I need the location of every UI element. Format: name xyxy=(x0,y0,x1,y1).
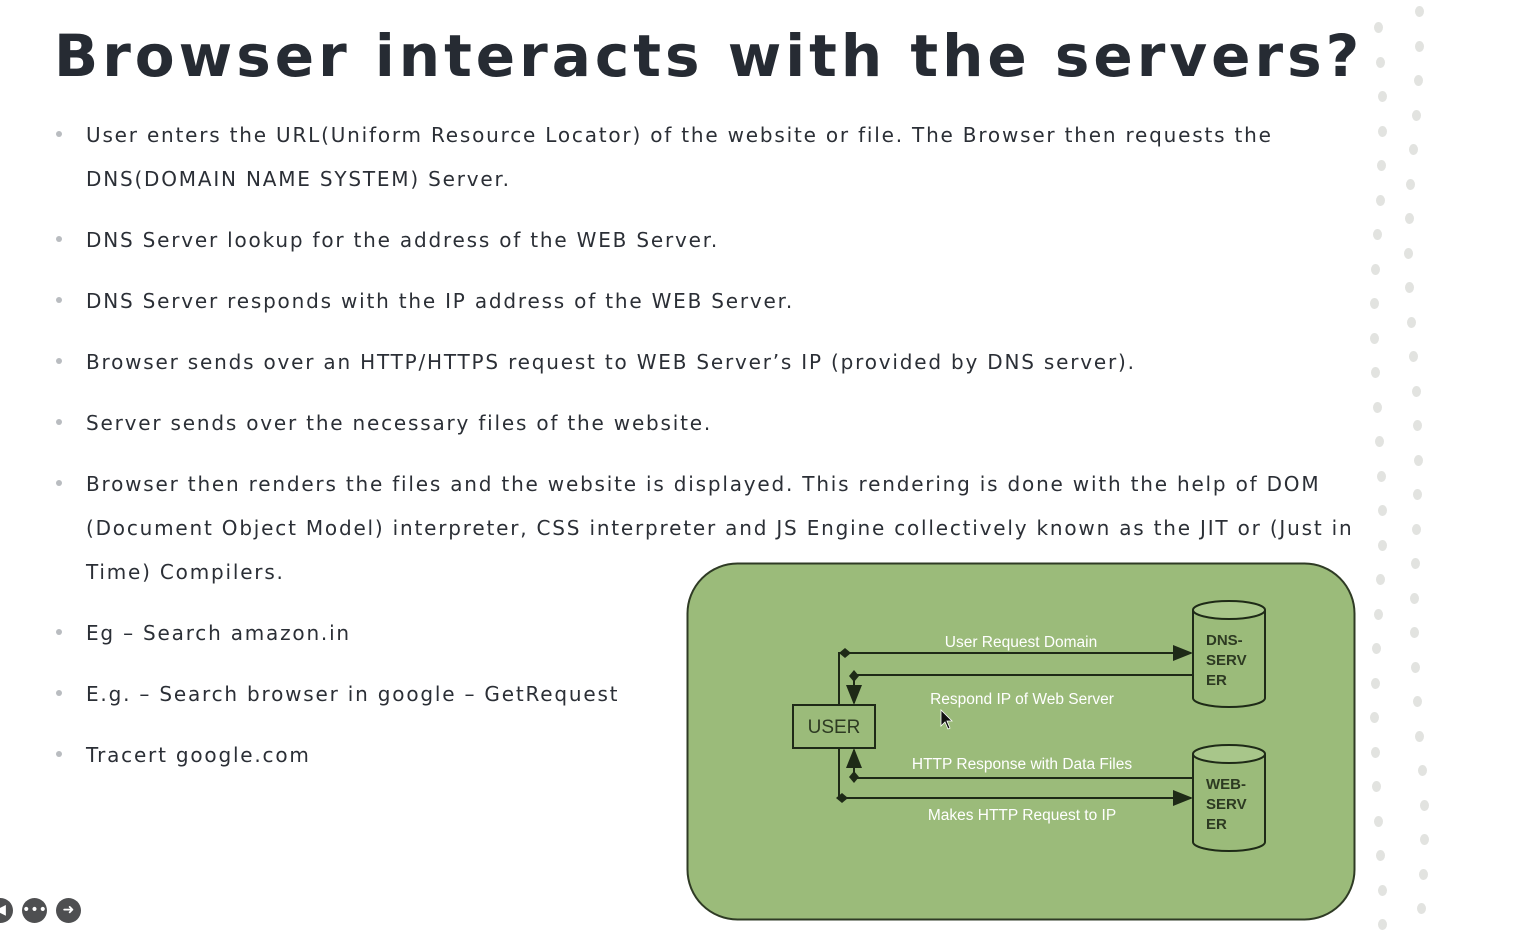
decorative-dot xyxy=(1371,367,1381,378)
decorative-dot xyxy=(1415,40,1425,52)
bullet-item: Server sends over the necessary files of… xyxy=(54,401,1374,445)
decorative-dot xyxy=(1419,868,1429,880)
decorative-dot xyxy=(1370,332,1380,344)
decorative-dot xyxy=(1377,505,1387,516)
web-server-label-line3: ER xyxy=(1206,816,1227,833)
bullet-item: Tracert google.com xyxy=(54,733,1374,777)
bullet-item: Browser then renders the files and the w… xyxy=(54,462,1374,594)
bullet-item: DNS Server responds with the IP address … xyxy=(54,279,1374,323)
user-node: USER xyxy=(792,704,876,749)
decorative-dot xyxy=(1413,489,1423,500)
decorative-dot xyxy=(1377,470,1387,482)
decorative-dot xyxy=(1409,627,1419,638)
decorative-dot xyxy=(1377,539,1387,551)
decorative-dot xyxy=(1376,56,1386,68)
decorative-dot xyxy=(1375,194,1385,206)
decorative-dot xyxy=(1406,316,1416,328)
decorative-dot xyxy=(1409,592,1419,604)
decorative-dot xyxy=(1404,213,1414,224)
connector-joint-top xyxy=(839,648,851,658)
bullet-item: E.g. – Search browser in google – GetReq… xyxy=(54,672,1374,716)
decorative-dot xyxy=(1417,903,1427,914)
decorative-dot xyxy=(1404,247,1414,259)
decorative-dot xyxy=(1372,643,1382,654)
connector-joint-respond xyxy=(849,670,859,682)
user-label: USER xyxy=(808,717,861,738)
decorative-dot xyxy=(1377,91,1387,102)
decorative-dot xyxy=(1377,125,1387,137)
connector-joint-bottom xyxy=(836,793,848,803)
decorative-dot xyxy=(1373,229,1383,240)
more-options-icon[interactable]: ••• xyxy=(22,898,47,923)
decorative-dot xyxy=(1374,608,1384,620)
decorative-dot xyxy=(1374,815,1384,827)
decorative-dot xyxy=(1412,696,1422,707)
web-server-label-line1: WEB- xyxy=(1206,776,1246,793)
decorative-dot xyxy=(1408,144,1418,155)
decorative-dot xyxy=(1415,730,1425,742)
bullet-list: User enters the URL(Uniform Resource Loc… xyxy=(54,113,1374,794)
decorative-dot xyxy=(1375,436,1385,447)
decorative-dot xyxy=(1413,454,1423,466)
decorative-dot xyxy=(1377,919,1387,930)
web-server-label-line2: SERV xyxy=(1206,796,1247,813)
bullet-item: Browser sends over an HTTP/HTTPS request… xyxy=(54,340,1374,384)
next-icon[interactable]: ➜ xyxy=(56,898,81,923)
http-request-label: Makes HTTP Request to IP xyxy=(928,807,1116,824)
dns-server-label-line2: SERV xyxy=(1206,652,1247,669)
decorative-dot xyxy=(1417,765,1427,776)
decorative-dot xyxy=(1411,109,1421,121)
decorative-dot xyxy=(1370,298,1380,309)
decorative-dot xyxy=(1370,746,1380,758)
bullet-item: DNS Server lookup for the address of the… xyxy=(54,218,1374,262)
decorative-dot xyxy=(1370,677,1380,689)
mouse-cursor-icon xyxy=(940,709,953,730)
previous-icon[interactable]: ◀ xyxy=(0,898,13,923)
dns-server-label-line3: ER xyxy=(1206,672,1227,689)
decorative-dot xyxy=(1376,574,1386,585)
decorative-dot xyxy=(1413,420,1423,431)
decorative-dot xyxy=(1410,661,1420,673)
decorative-dot xyxy=(1412,523,1422,535)
decorative-dot xyxy=(1419,799,1429,811)
decorative-dot xyxy=(1406,178,1416,190)
decorative-dot xyxy=(1370,712,1379,723)
decorative-dot xyxy=(1410,558,1420,569)
decorative-dot xyxy=(1415,6,1425,17)
dns-server-cylinder: DNS- SERV ER xyxy=(1192,600,1266,708)
slide-title: Browser interacts with the servers? xyxy=(54,22,1364,90)
decorative-dot xyxy=(1376,850,1386,861)
respond-ip-label: Respond IP of Web Server xyxy=(930,691,1114,708)
decorative-dot xyxy=(1373,401,1383,413)
connector-joint-response xyxy=(849,771,859,783)
dns-server-label-line1: DNS- xyxy=(1206,632,1243,649)
decorative-dot xyxy=(1374,22,1383,33)
decorative-dot xyxy=(1377,884,1387,896)
decorative-dot xyxy=(1372,781,1382,792)
dotted-border-decoration xyxy=(1364,0,1514,930)
browser-server-diagram: DNS- SERV ER WEB- SERV ER USER U xyxy=(686,562,1356,921)
decorative-dot xyxy=(1419,834,1429,845)
http-response-label: HTTP Response with Data Files xyxy=(912,756,1132,773)
decorative-dot xyxy=(1371,263,1381,275)
decorative-dot xyxy=(1411,385,1421,397)
decorative-dot xyxy=(1413,75,1423,86)
web-server-cylinder: WEB- SERV ER xyxy=(1192,744,1266,852)
bullet-item: Eg – Search amazon.in xyxy=(54,611,1374,655)
decorative-dot xyxy=(1404,282,1414,293)
user-request-domain-label: User Request Domain xyxy=(945,634,1097,651)
bullet-item: User enters the URL(Uniform Resource Loc… xyxy=(54,113,1374,201)
decorative-dot xyxy=(1409,351,1419,362)
decorative-dot xyxy=(1377,160,1387,171)
